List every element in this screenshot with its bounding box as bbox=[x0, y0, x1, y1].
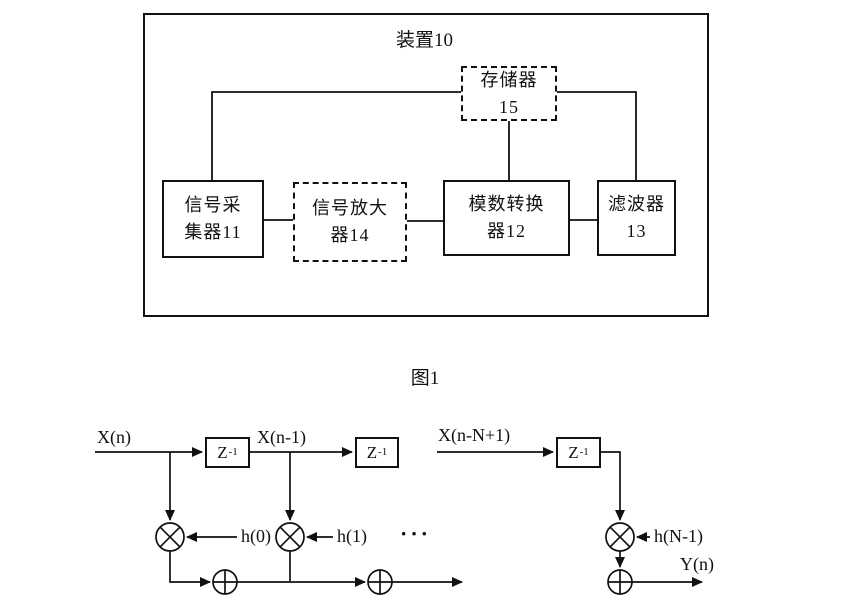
delay-block-z3: Z-1 bbox=[556, 437, 601, 468]
adder-icon bbox=[212, 569, 238, 595]
block-signal-amplifier-label: 信号放大 bbox=[312, 198, 388, 218]
device-outer-box bbox=[143, 13, 709, 317]
delay-block-z2: Z-1 bbox=[355, 437, 399, 468]
block-signal-collector-label: 信号采 bbox=[184, 195, 242, 215]
block-adc-number: 器12 bbox=[487, 221, 526, 241]
wire-z3-to-mult3 bbox=[601, 451, 625, 521]
delay-block-z1: Z-1 bbox=[205, 437, 250, 468]
delay-z-exponent: -1 bbox=[378, 446, 388, 458]
block-filter-label: 滤波器 bbox=[608, 194, 665, 214]
ellipsis-dots: ··· bbox=[400, 521, 432, 546]
label-h1: h(1) bbox=[337, 526, 367, 546]
adder-icon bbox=[607, 569, 633, 595]
label-y-n: Y(n) bbox=[680, 554, 714, 574]
multiplier-icon bbox=[155, 522, 185, 552]
block-signal-amplifier: 信号放大 器14 bbox=[293, 182, 407, 262]
figure1-caption: 图1 bbox=[410, 368, 440, 389]
delay-z: Z bbox=[217, 442, 228, 462]
block-filter-number: 13 bbox=[626, 221, 647, 241]
device-title: 装置10 bbox=[396, 30, 454, 51]
block-signal-collector-number: 集器11 bbox=[184, 222, 242, 242]
wire-memory-to-filter bbox=[557, 91, 637, 180]
block-signal-amplifier-number: 器14 bbox=[330, 225, 370, 245]
multiplier-icon bbox=[605, 522, 635, 552]
wire-mult1-to-add1 bbox=[169, 551, 211, 587]
delay-z: Z bbox=[568, 442, 579, 462]
adder-icon bbox=[367, 569, 393, 595]
block-adc: 模数转换 器12 bbox=[443, 180, 570, 256]
label-x-n-N-1: X(n-N+1) bbox=[438, 425, 511, 445]
block-adc-label: 模数转换 bbox=[468, 194, 545, 214]
multiplier-icon bbox=[275, 522, 305, 552]
delay-z-exponent: -1 bbox=[228, 446, 238, 458]
label-x-n: X(n) bbox=[97, 427, 131, 447]
label-h-N-1: h(N-1) bbox=[654, 526, 703, 546]
block-signal-collector: 信号采 集器11 bbox=[162, 180, 264, 258]
block-memory-number: 15 bbox=[499, 96, 519, 117]
wire-memory-to-collector bbox=[211, 91, 461, 180]
label-h0: h(0) bbox=[241, 526, 271, 546]
delay-z-exponent: -1 bbox=[579, 446, 589, 458]
label-x-n-1: X(n-1) bbox=[257, 427, 306, 447]
block-memory: 存储器 15 bbox=[461, 66, 557, 121]
block-memory-label: 存储器 bbox=[480, 69, 538, 90]
delay-z: Z bbox=[366, 442, 378, 462]
block-filter: 滤波器 13 bbox=[597, 180, 676, 256]
